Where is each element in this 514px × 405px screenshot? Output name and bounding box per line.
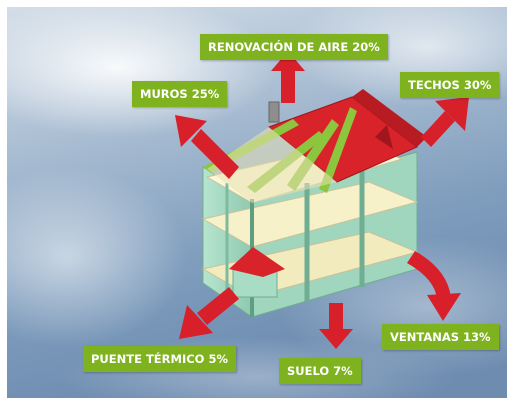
air-renewal-label: RENOVACIÓN DE AIRE 20% [200,34,388,60]
walls-label: MUROS 25% [132,81,228,107]
roofs-label: TECHOS 30% [400,72,500,98]
cloud [7,167,187,347]
heat-loss-arrow-thermal-bridge [179,287,239,339]
heat-loss-arrow-walls [175,115,239,179]
floor-label: SUELO 7% [279,358,361,384]
heat-loss-arrow-floor [319,303,353,349]
heat-loss-arrow-air [271,51,305,103]
windows-label: VENTANAS 13% [382,324,499,350]
thermal-bridge-label: PUENTE TÉRMICO 5% [83,346,236,372]
heat-loss-arrow-roofs [421,97,469,147]
heat-loss-arrow-windows [407,251,461,321]
house-cutaway-icon [201,89,427,318]
